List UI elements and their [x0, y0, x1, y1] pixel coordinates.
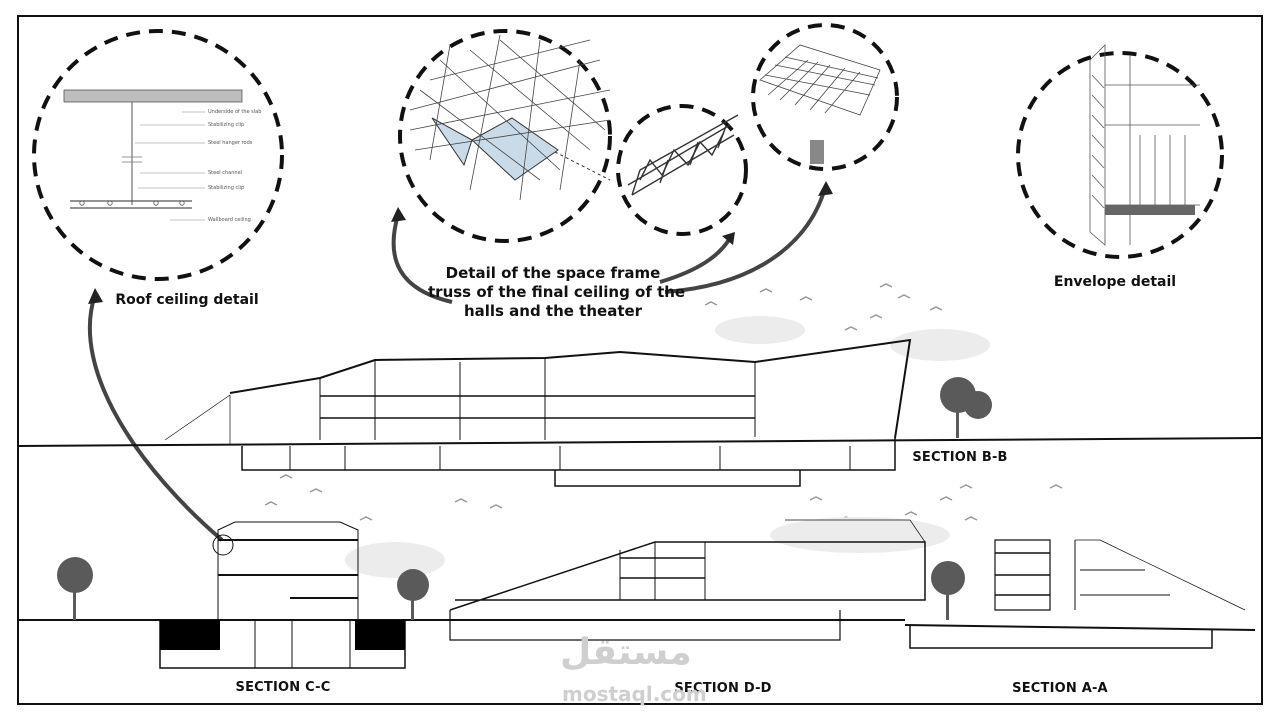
birds	[264, 283, 1063, 551]
watermark-arabic: مستقل	[560, 632, 692, 673]
roof-ceiling-detail-circle	[32, 29, 284, 281]
section-a-a-label: SECTION A-A	[1012, 681, 1108, 696]
roof-space-frame-circle	[751, 23, 899, 171]
section-c-c-label: SECTION C-C	[235, 680, 331, 695]
section-c-c-footing-left	[160, 620, 220, 650]
detail-callout-circle	[212, 534, 234, 556]
section-d-d-drawing	[448, 519, 926, 641]
section-a-a-drawing	[904, 539, 1256, 649]
truss-detail-circle	[616, 104, 748, 236]
sheet-border	[17, 15, 1263, 705]
section-b-b-drawing	[17, 338, 1263, 487]
space-frame-detail-title: Detail of the space frame truss of the f…	[428, 264, 686, 321]
detail-note: Stabilizing clip	[208, 185, 245, 191]
section-b-b-label: SECTION B-B	[912, 450, 1008, 465]
space-frame-title-line: halls and the theater	[463, 302, 643, 320]
roof-ceiling-detail-title: Roof ceiling detail	[115, 292, 259, 308]
space-frame-title-line: truss of the final ceiling of the	[428, 283, 686, 301]
detail-note: Underside of the slab	[208, 109, 262, 115]
detail-note: Wallboard ceiling	[208, 217, 251, 223]
envelope-detail-title: Envelope detail	[1053, 274, 1177, 290]
section-d-d-label: SECTION D-D	[674, 681, 772, 696]
detail-note: Steel hanger rods	[208, 140, 253, 146]
envelope-detail-circle	[1016, 44, 1224, 259]
space-frame-title-line: Detail of the space frame	[445, 264, 661, 282]
detail-note: Steel channel	[208, 170, 243, 176]
arrow-heads	[88, 181, 833, 304]
trees	[57, 377, 992, 620]
section-c-c-footing-right	[355, 620, 405, 650]
space-frame-detail-circle	[398, 29, 612, 243]
clouds	[345, 316, 990, 578]
watermark-latin: mostaql.com	[562, 682, 707, 706]
detail-arrows	[88, 187, 827, 542]
detail-note: Stabilizing clip	[208, 122, 245, 128]
